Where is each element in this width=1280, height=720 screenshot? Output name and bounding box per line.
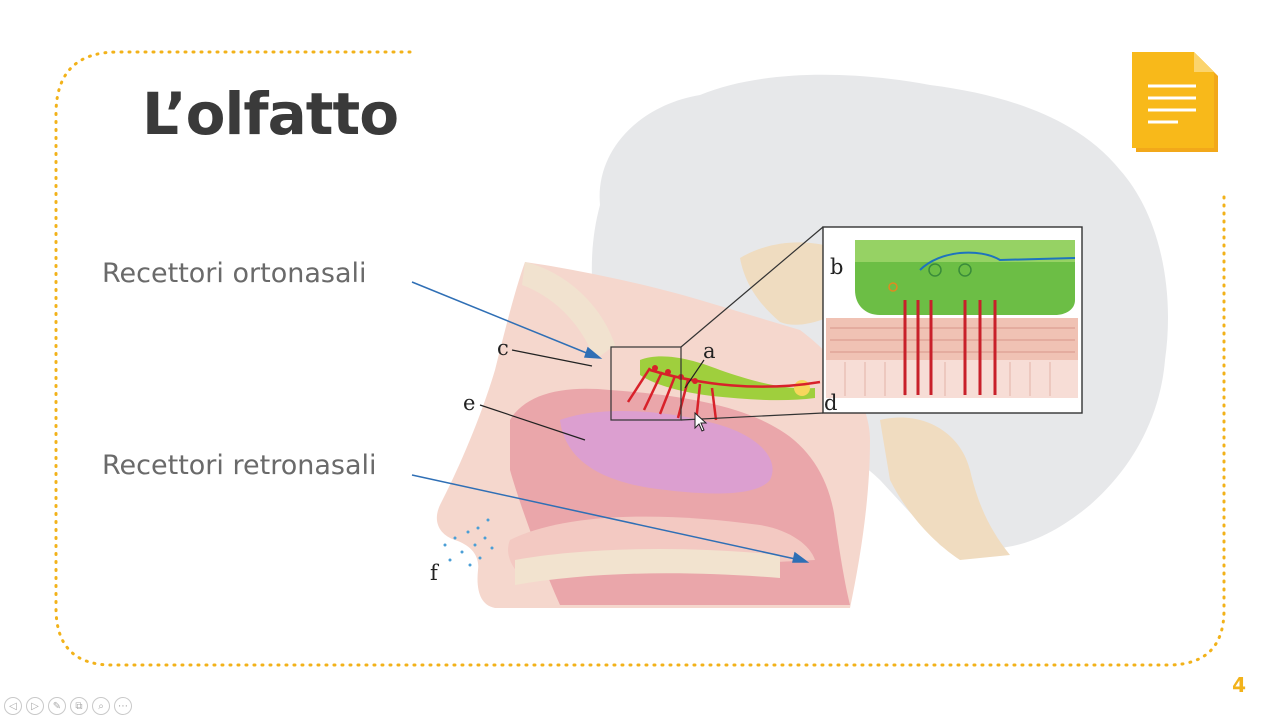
letter-c: c [497, 336, 509, 360]
letter-f: f [430, 561, 440, 585]
cursor-icon [694, 411, 708, 432]
inset-detail [822, 226, 1083, 414]
slide-title: L’olfatto [142, 80, 399, 148]
zoom-box-small [610, 346, 682, 421]
brainstem [880, 417, 1010, 560]
bone-upper [522, 262, 615, 360]
olfactory-bulb [640, 356, 815, 401]
next-icon[interactable]: ▷ [26, 697, 44, 715]
prev-icon[interactable]: ◁ [4, 697, 22, 715]
letter-a: a [703, 339, 716, 363]
letter-e: e [463, 391, 475, 415]
palate-bone [515, 548, 780, 585]
odor-particles [443, 518, 494, 567]
label-orthonasal-receptors: Recettori ortonasali [102, 258, 367, 289]
slide-number: 4 [1232, 673, 1246, 697]
label-retronasal-receptors: Recettori retronasali [102, 450, 377, 481]
more-icon[interactable]: ⋯ [114, 697, 132, 715]
document-icon[interactable] [1130, 48, 1222, 156]
turbinate [560, 410, 773, 494]
pen-icon[interactable]: ✎ [48, 697, 66, 715]
slides-icon[interactable]: ⧉ [70, 697, 88, 715]
letter-d: d [824, 391, 837, 415]
letter-b: b [830, 255, 843, 279]
yellow-spot [794, 380, 810, 396]
presentation-toolbar: ◁ ▷ ✎ ⧉ ⌕ ⋯ [4, 697, 132, 715]
zoom-icon[interactable]: ⌕ [92, 697, 110, 715]
